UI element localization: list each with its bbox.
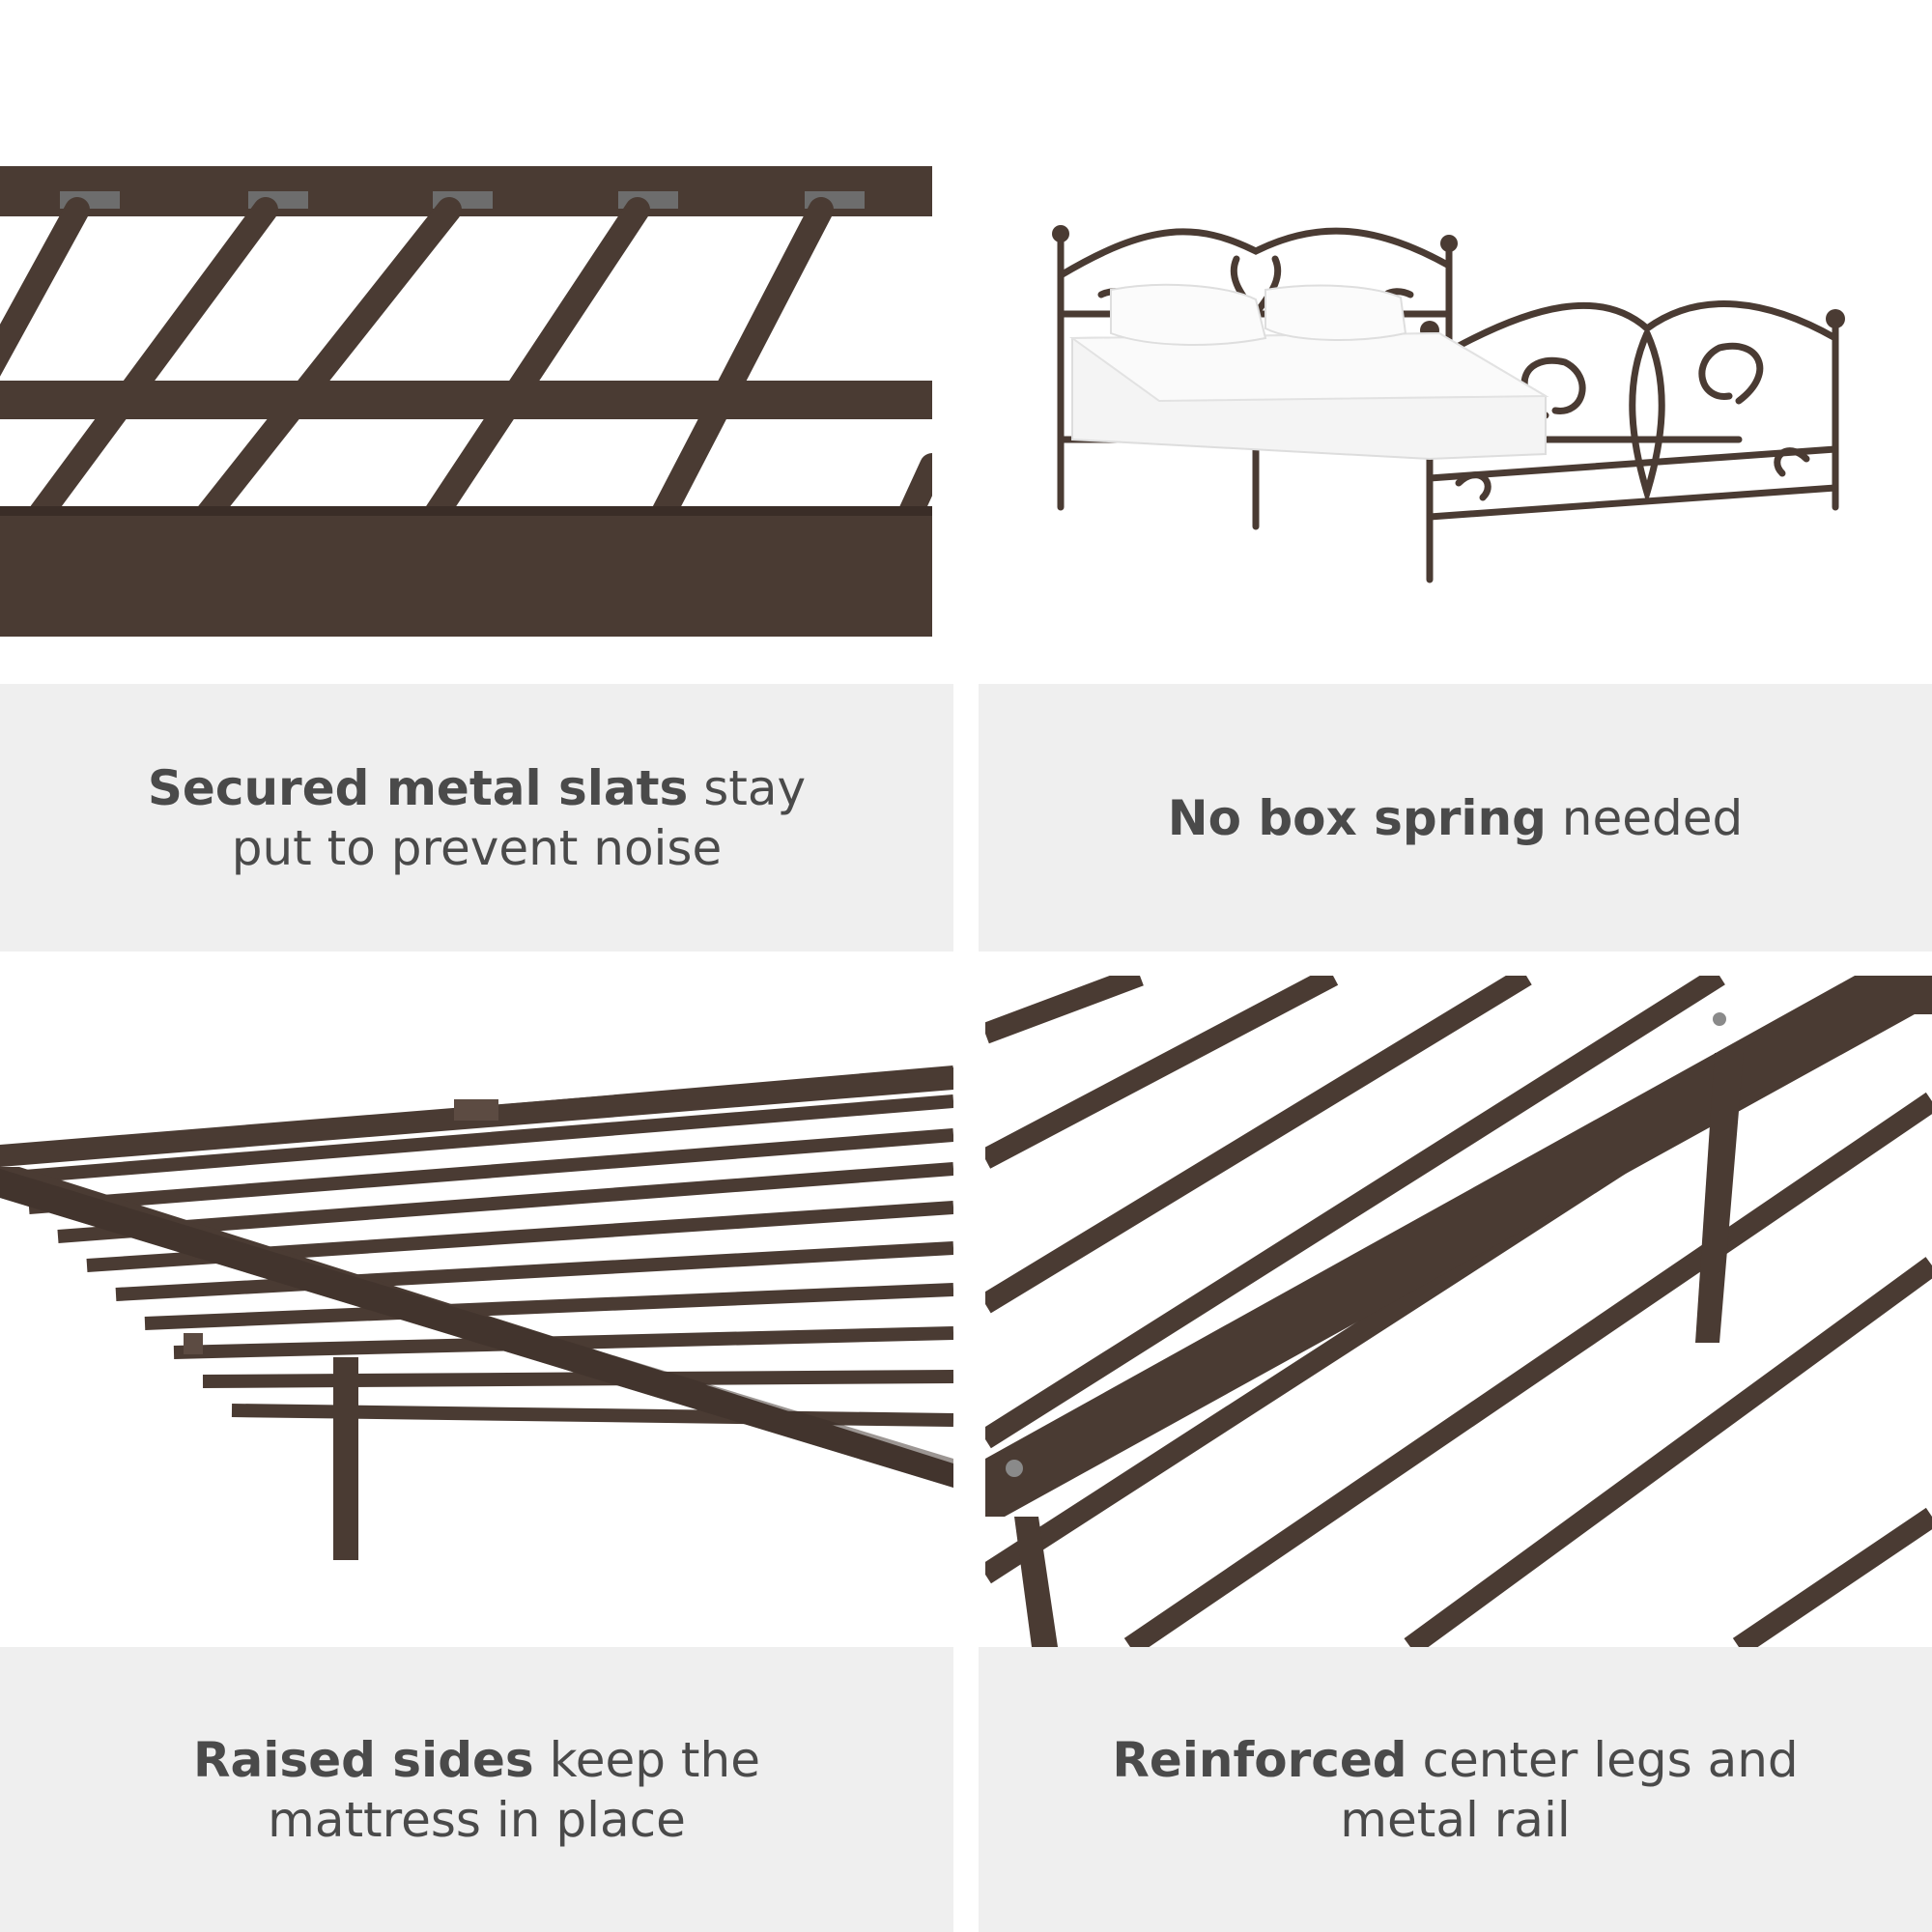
caption-secured-slats: Secured metal slats stay put to prevent …	[0, 684, 953, 952]
slats-closeup-image	[0, 166, 932, 637]
caption-text: needed	[1546, 789, 1744, 846]
raised-sides-image	[0, 976, 953, 1652]
caption-bold: Reinforced	[1112, 1731, 1407, 1788]
caption-text: keep the mattress in place	[268, 1731, 760, 1848]
caption-raised-sides: Raised sides keep the mattress in place	[0, 1647, 953, 1932]
caption-text: stay put to prevent noise	[231, 759, 807, 876]
caption-no-box-spring: No box spring needed	[979, 684, 1932, 952]
caption-bold: No box spring	[1167, 789, 1547, 846]
caption-bold: Raised sides	[193, 1731, 534, 1788]
bed-frame-full-view-image	[1005, 193, 1903, 618]
center-legs-rail-image	[985, 976, 1932, 1647]
caption-bold: Secured metal slats	[147, 759, 689, 816]
caption-reinforced-legs: Reinforced center legs and metal rail	[979, 1647, 1932, 1932]
caption-text: center legs and metal rail	[1340, 1731, 1799, 1848]
